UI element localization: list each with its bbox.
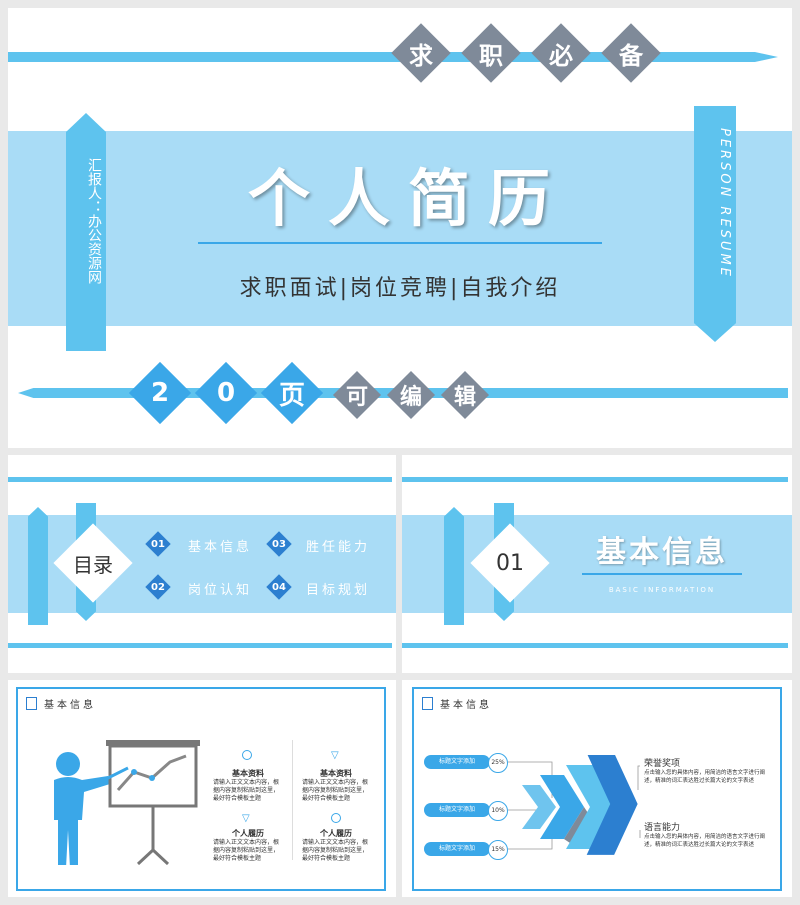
presenter-illustration — [54, 740, 200, 865]
arrow-header: 基本信息 — [440, 700, 492, 711]
clock-icon — [331, 813, 341, 823]
toc-bottom-rule — [8, 643, 392, 648]
toc-slide: 目录 01 基本信息 03 胜任能力 02 岗位认知 04 目标规划 — [8, 455, 396, 673]
bottom-char-3: 页 — [278, 380, 305, 411]
cover-slide: 求 职 必 备 汇报人：办公资源网 PERSON RESUME 个人简历 求职面… — [8, 8, 792, 448]
label-pill-2[interactable]: 标题文字添加 — [424, 803, 490, 817]
info-cell-1-body: 请输入正文文本内容，根据内容复制粘贴到这里，最好符合模板主题 — [213, 779, 280, 802]
toc-item-4[interactable]: 目标规划 — [306, 583, 371, 598]
label-pill-3[interactable]: 标题文字添加 — [424, 842, 490, 856]
section-subtitle: BASIC INFORMATION — [608, 586, 716, 594]
clock-icon — [242, 750, 252, 760]
toc-num-4: 04 — [272, 581, 286, 593]
toc-top-rule — [8, 477, 392, 482]
section-bottom-rule — [402, 643, 788, 648]
toc-num-1: 01 — [151, 538, 165, 550]
document-icon — [422, 697, 433, 710]
top-char-1: 求 — [409, 41, 433, 70]
document-icon — [26, 697, 37, 710]
section-band — [402, 515, 792, 613]
chevron-arrows — [522, 755, 638, 855]
arrow-slide: 基本信息 标题文字添加 25% 标题文字添加 10% 标题文字添加 15% 荣誉… — [402, 680, 792, 897]
bottom-char-1: 2 — [150, 378, 170, 408]
section-title: 基本信息 — [596, 535, 728, 570]
bottom-char-5: 编 — [399, 385, 422, 410]
cover-subtitle: 求职面试|岗位竞聘|自我介绍 — [239, 276, 561, 301]
info-divider — [292, 740, 293, 860]
chevron-large — [566, 755, 638, 855]
pct-circle-2: 10% — [488, 801, 508, 821]
bottom-char-2: 0 — [216, 378, 236, 408]
label-pill-1[interactable]: 标题文字添加 — [424, 755, 490, 769]
info-cell-3-title: 个人履历 — [232, 829, 264, 838]
bottom-char-6: 辑 — [453, 385, 476, 410]
info-header: 基本信息 — [44, 700, 96, 711]
toc-item-1[interactable]: 基本信息 — [188, 540, 253, 555]
note-1-body: 点击输入您的具体内容，用简洁的语言文字进行阐述，精准的词汇表达胜过长篇大论的文字… — [644, 770, 766, 784]
pct-circle-3: 15% — [488, 840, 508, 860]
toc-item-2[interactable]: 岗位认知 — [188, 583, 253, 598]
toc-item-3[interactable]: 胜任能力 — [306, 540, 371, 555]
section-top-rule — [402, 477, 788, 482]
arrow-frame — [412, 687, 782, 891]
info-cell-2-body: 请输入正文文本内容，根据内容复制粘贴到这里，最好符合模板主题 — [302, 779, 369, 802]
toc-num-2: 02 — [151, 581, 165, 593]
left-ribbon — [66, 113, 106, 351]
section-number: 01 — [496, 550, 524, 576]
top-char-2: 职 — [479, 41, 503, 70]
top-char-3: 必 — [549, 41, 573, 70]
info-cell-4-body: 请输入正文文本内容，根据内容复制粘贴到这里，最好符合模板主题 — [302, 839, 369, 862]
toc-num-3: 03 — [272, 538, 286, 550]
bottom-char-4: 可 — [345, 385, 368, 410]
top-char-4: 备 — [619, 41, 643, 70]
top-rule — [8, 52, 778, 62]
pct-circle-1: 25% — [488, 753, 508, 773]
english-text: PERSON RESUME — [717, 128, 732, 279]
right-ribbon — [694, 106, 736, 342]
note-2-title: 语言能力 — [644, 823, 681, 833]
toc-ribbon-left — [28, 507, 48, 625]
info-cell-3-body: 请输入正文文本内容，根据内容复制粘贴到这里，最好符合模板主题 — [213, 839, 280, 862]
info-cell-2-title: 基本资料 — [320, 769, 352, 778]
cover-title: 个人简历 — [247, 162, 568, 235]
info-cell-1-title: 基本资料 — [232, 769, 264, 778]
info-slide: 基本信息 基本资料 请输入正文文本内容，根据内容复制粘贴到这里，最好符合模板主题… — [8, 680, 396, 897]
section-underline — [582, 573, 742, 575]
chevron-medium — [540, 775, 588, 843]
trophy-icon: ▽ — [331, 750, 339, 761]
title-underline — [198, 242, 602, 244]
section-slide: 01 基本信息 BASIC INFORMATION — [402, 455, 792, 673]
title-band — [8, 131, 792, 326]
toc-label: 目录 — [73, 552, 113, 577]
reporter-text: 汇报人：办公资源网 — [86, 158, 102, 284]
note-1-title: 荣誉奖项 — [644, 759, 681, 769]
note-2-body: 点击输入您的具体内容，用简洁的语言文字进行阐述，精准的词汇表达胜过长篇大论的文字… — [644, 834, 766, 848]
trophy-icon: ▽ — [242, 813, 250, 824]
chevron-small — [522, 785, 556, 829]
section-ribbon-left — [444, 507, 464, 625]
info-frame — [16, 687, 386, 891]
info-cell-4-title: 个人履历 — [320, 829, 352, 838]
presenter-icon — [54, 752, 110, 865]
chart-board-icon — [103, 740, 200, 865]
